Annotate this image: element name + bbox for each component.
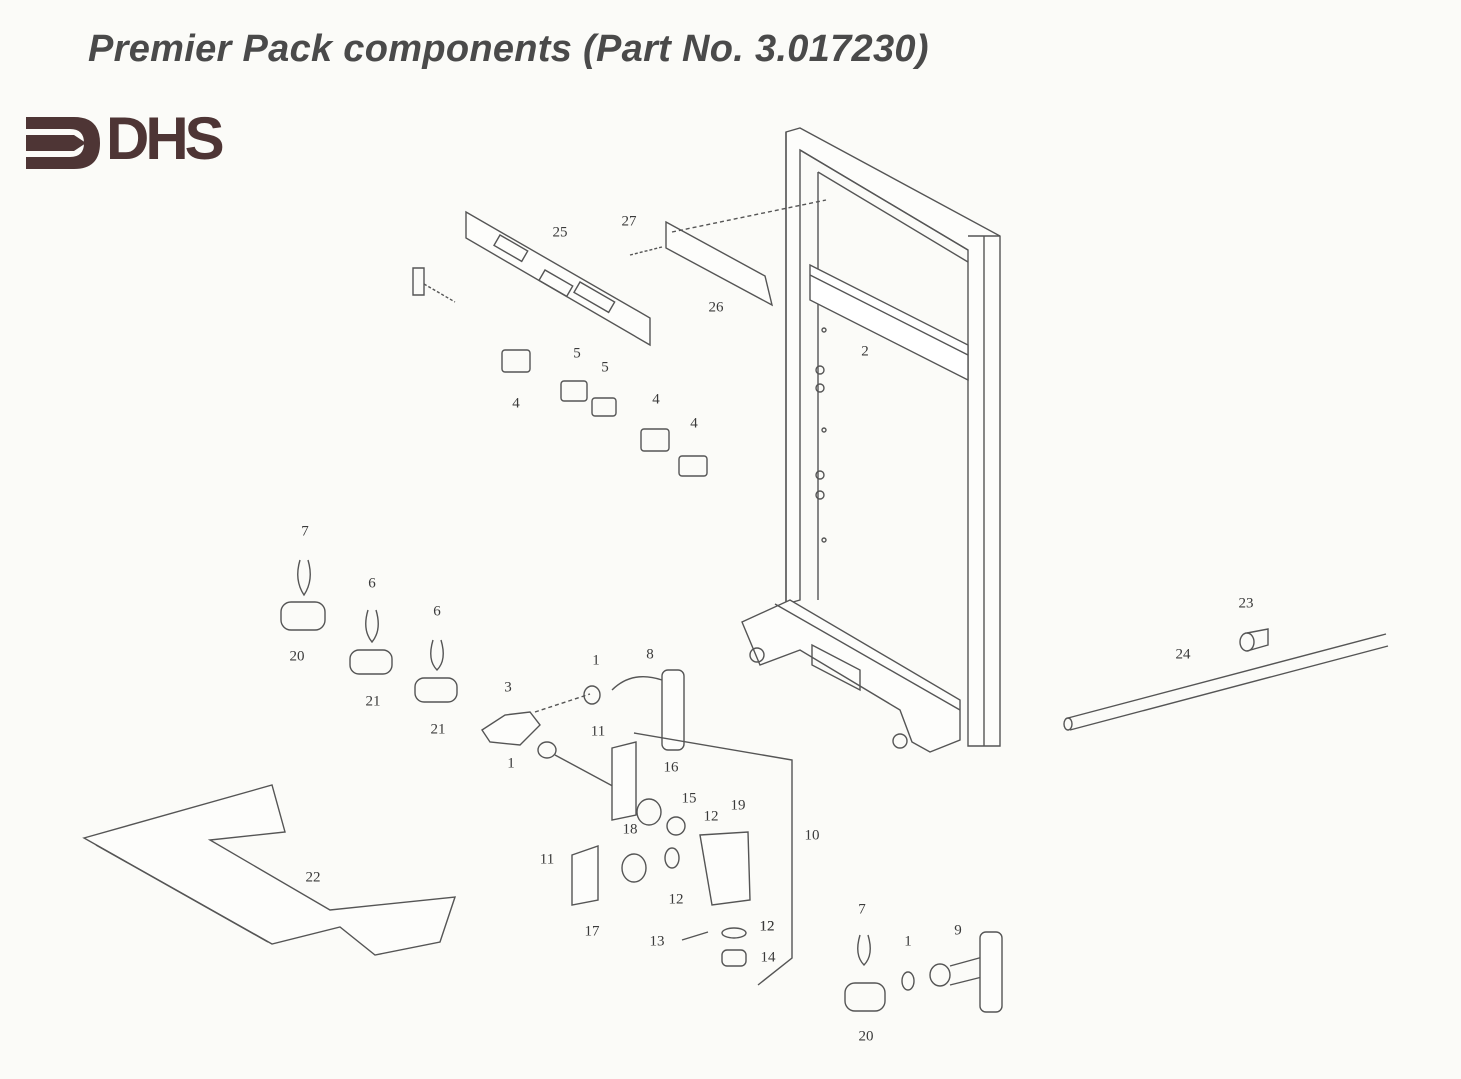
- part-callout-25: 25: [552, 224, 568, 241]
- part-callout-11: 11: [539, 851, 555, 868]
- part-callout-12: 12: [759, 918, 775, 935]
- part-callout-26: 26: [708, 299, 724, 316]
- part-callout-15: 15: [681, 790, 697, 807]
- part-callout-21: 21: [430, 721, 446, 738]
- part-callout-12: 12: [759, 918, 775, 935]
- part-callout-10: 10: [804, 827, 820, 844]
- part-callout-14: 14: [760, 949, 776, 966]
- part-callout-9: 9: [954, 922, 962, 939]
- logo-text: DHS: [106, 105, 225, 172]
- part-callout-12: 12: [668, 891, 684, 908]
- part-callout-6: 6: [433, 603, 441, 620]
- part-callout-18: 18: [622, 821, 638, 838]
- part-callout-16: 16: [663, 759, 679, 776]
- part-callout-4: 4: [690, 415, 698, 432]
- part-callout-13: 13: [649, 933, 665, 950]
- part-callout-24: 24: [1175, 646, 1191, 663]
- part-callout-20: 20: [858, 1028, 874, 1045]
- part-callout-12: 12: [703, 808, 719, 825]
- part-callout-3: 3: [504, 679, 512, 696]
- part-callout-4: 4: [512, 395, 520, 412]
- part-callout-7: 7: [301, 523, 309, 540]
- part-callout-20: 20: [289, 648, 305, 665]
- part-callout-21: 21: [365, 693, 381, 710]
- part-callout-5: 5: [573, 345, 581, 362]
- part-callout-8: 8: [646, 646, 654, 663]
- dhs-logo: DHS: [24, 109, 236, 173]
- part-callout-1: 1: [507, 755, 515, 772]
- page-title: Premier Pack components (Part No. 3.0172…: [88, 28, 929, 70]
- part-callout-27: 27: [621, 213, 637, 230]
- part-callout-1: 1: [592, 652, 600, 669]
- main-frame: [741, 127, 1001, 753]
- arrow-logo-icon: [26, 117, 100, 169]
- part-callout-2: 2: [861, 343, 869, 360]
- part-callout-23: 23: [1238, 595, 1254, 612]
- part-callout-22: 22: [305, 869, 321, 886]
- part-callout-19: 19: [730, 797, 746, 814]
- part-callout-5: 5: [601, 359, 609, 376]
- part-callout-7: 7: [858, 901, 866, 918]
- part-callout-11: 11: [590, 723, 606, 740]
- part-callout-17: 17: [584, 923, 600, 940]
- part-callout-6: 6: [368, 575, 376, 592]
- part-callout-1: 1: [904, 933, 912, 950]
- part-callout-4: 4: [652, 391, 660, 408]
